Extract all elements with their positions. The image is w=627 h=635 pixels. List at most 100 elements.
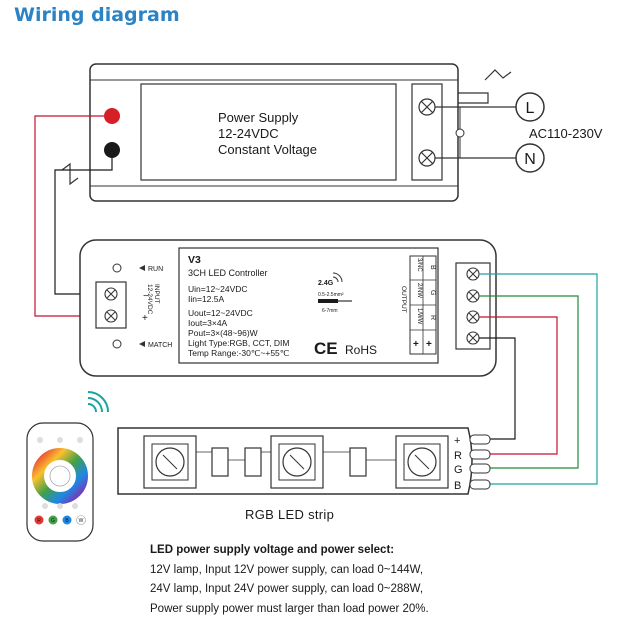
- strip-pin-g: G: [454, 464, 463, 476]
- remote-button[interactable]: [37, 437, 43, 443]
- page-title: Wiring diagram: [14, 4, 180, 26]
- spec-temp-range: Temp Range:-30℃~+55℃: [188, 348, 290, 358]
- wireless-freq: 2.4G: [318, 280, 334, 287]
- positive-output-wire: [479, 337, 516, 440]
- spec-uout: Uout=12~24VDC: [188, 308, 253, 318]
- resistor-3: [349, 447, 367, 477]
- color-wheel[interactable]: [32, 448, 88, 504]
- wireless-icon: [332, 272, 343, 283]
- controller-name: 3CH LED Controller: [188, 268, 268, 278]
- remote-b-label: B: [65, 518, 69, 524]
- led-strip: + R G B: [117, 427, 491, 495]
- blue-channel-wire: [479, 273, 598, 485]
- screw-cross-icon: [468, 312, 478, 322]
- arrow-left-icon: [139, 265, 145, 271]
- notes-line-2: 24V lamp, Input 24V power supply, can lo…: [150, 583, 424, 595]
- output-channel-r: R: [429, 315, 436, 320]
- dc-wiring: [34, 115, 113, 317]
- input-voltage-label: 12-24VDC: [146, 284, 153, 315]
- output-plus-2: +: [426, 339, 432, 350]
- resistor-2: [244, 447, 262, 477]
- strip-pad-plus: [469, 434, 491, 445]
- remote-button[interactable]: [42, 503, 48, 509]
- power-label-panel: [140, 83, 397, 181]
- led-chip-2: [270, 435, 324, 489]
- spec-pout: Pout=3×(48~96)W: [188, 328, 258, 338]
- output-channel-b: B: [429, 265, 436, 270]
- screw-cross-icon: [468, 269, 478, 279]
- strip-pin-r: R: [454, 450, 462, 462]
- match-button[interactable]: [112, 339, 122, 349]
- remote-button[interactable]: [77, 437, 83, 443]
- screw-cross-icon: [420, 151, 434, 165]
- remote-button[interactable]: [57, 437, 63, 443]
- remote-g-label: G: [51, 518, 55, 524]
- strip-pad-g: [469, 463, 491, 474]
- power-supply-line2: 12-24VDC: [218, 126, 279, 141]
- spec-iout: Iout=3×4A: [188, 318, 228, 328]
- screw-cross-icon: [468, 291, 478, 301]
- ac-wiring: L N AC110-230V: [435, 92, 603, 173]
- ac-junction: [455, 128, 465, 138]
- remote-button[interactable]: [72, 503, 78, 509]
- match-label: MATCH: [148, 342, 172, 349]
- output-pin-2: 2/NW: [416, 283, 422, 298]
- positive-wire: [34, 115, 104, 317]
- output-pin-table: 3/NC 2/NW 1/WW B G R + + OUTPUT: [400, 255, 437, 355]
- power-supply: Power Supply 12-24VDC Constant Voltage: [61, 63, 512, 202]
- input-minus-label: −: [143, 291, 149, 302]
- led-chip-1: [143, 435, 197, 489]
- led-die-icon: [414, 454, 430, 470]
- rohs-mark: RoHS: [345, 343, 377, 357]
- strip-pad-b: [469, 479, 491, 490]
- led-die-icon: [162, 454, 178, 470]
- controller-label-panel: [178, 247, 439, 364]
- resistor-1: [211, 447, 229, 477]
- remote-g-button[interactable]: [48, 515, 58, 525]
- live-label: L: [526, 100, 535, 117]
- neutral-label: N: [524, 151, 536, 168]
- arrow-left-icon: [139, 341, 145, 347]
- output-label: OUTPUT: [400, 286, 407, 313]
- notes-line-3: Power supply power must larger than load…: [150, 602, 429, 615]
- screw-cross-icon: [468, 333, 478, 343]
- mount-tab-top: [484, 69, 512, 81]
- output-pin-3: 3/NC: [416, 258, 422, 272]
- remote-w-button[interactable]: [76, 515, 86, 525]
- power-notes: LED power supply voltage and power selec…: [150, 541, 429, 619]
- spec-iin: Iin=12.5A: [188, 294, 224, 304]
- remote-r-label: R: [37, 518, 41, 524]
- strip-pad-r: [469, 449, 491, 460]
- strip-caption: RGB LED strip: [245, 507, 335, 522]
- controller: − + INPUT 12-24VDC RUN MATCH V3 3CH LED …: [79, 239, 497, 377]
- notes-heading: LED power supply voltage and power selec…: [150, 544, 395, 556]
- wire-insulation-icon: [318, 299, 338, 303]
- positive-terminal: [104, 108, 120, 124]
- neutral-symbol: [515, 143, 545, 173]
- remote-button[interactable]: [57, 503, 63, 509]
- ac-input-label: AC110-230V: [529, 126, 603, 141]
- remote-r-button[interactable]: [34, 515, 44, 525]
- strip-pin-b: B: [454, 480, 461, 492]
- screw-cross-icon: [106, 311, 116, 321]
- output-wiring: [479, 273, 598, 485]
- notes-line-1: 12V lamp, Input 12V power supply, can lo…: [150, 563, 424, 576]
- wheel-center[interactable]: [49, 465, 71, 487]
- input-label: INPUT: [153, 284, 160, 304]
- mount-tab-left: [61, 162, 79, 186]
- red-channel-wire: [479, 316, 558, 455]
- wire-gauge-label: 0.5-2.5mm²: [318, 292, 344, 298]
- negative-terminal: [104, 142, 120, 158]
- remote-b-button[interactable]: [62, 515, 72, 525]
- output-channel-g: G: [429, 290, 436, 295]
- run-label: RUN: [148, 266, 163, 273]
- led-chip-3: [395, 435, 449, 489]
- controller-model: V3: [188, 254, 201, 266]
- output-plus-1: +: [413, 339, 419, 350]
- strip-length-label: 6-7mm: [322, 308, 338, 314]
- power-supply-line3: Constant Voltage: [218, 142, 317, 157]
- screw-cross-icon: [106, 289, 116, 299]
- input-plus-label: +: [142, 313, 148, 324]
- ce-mark: CE: [314, 339, 338, 358]
